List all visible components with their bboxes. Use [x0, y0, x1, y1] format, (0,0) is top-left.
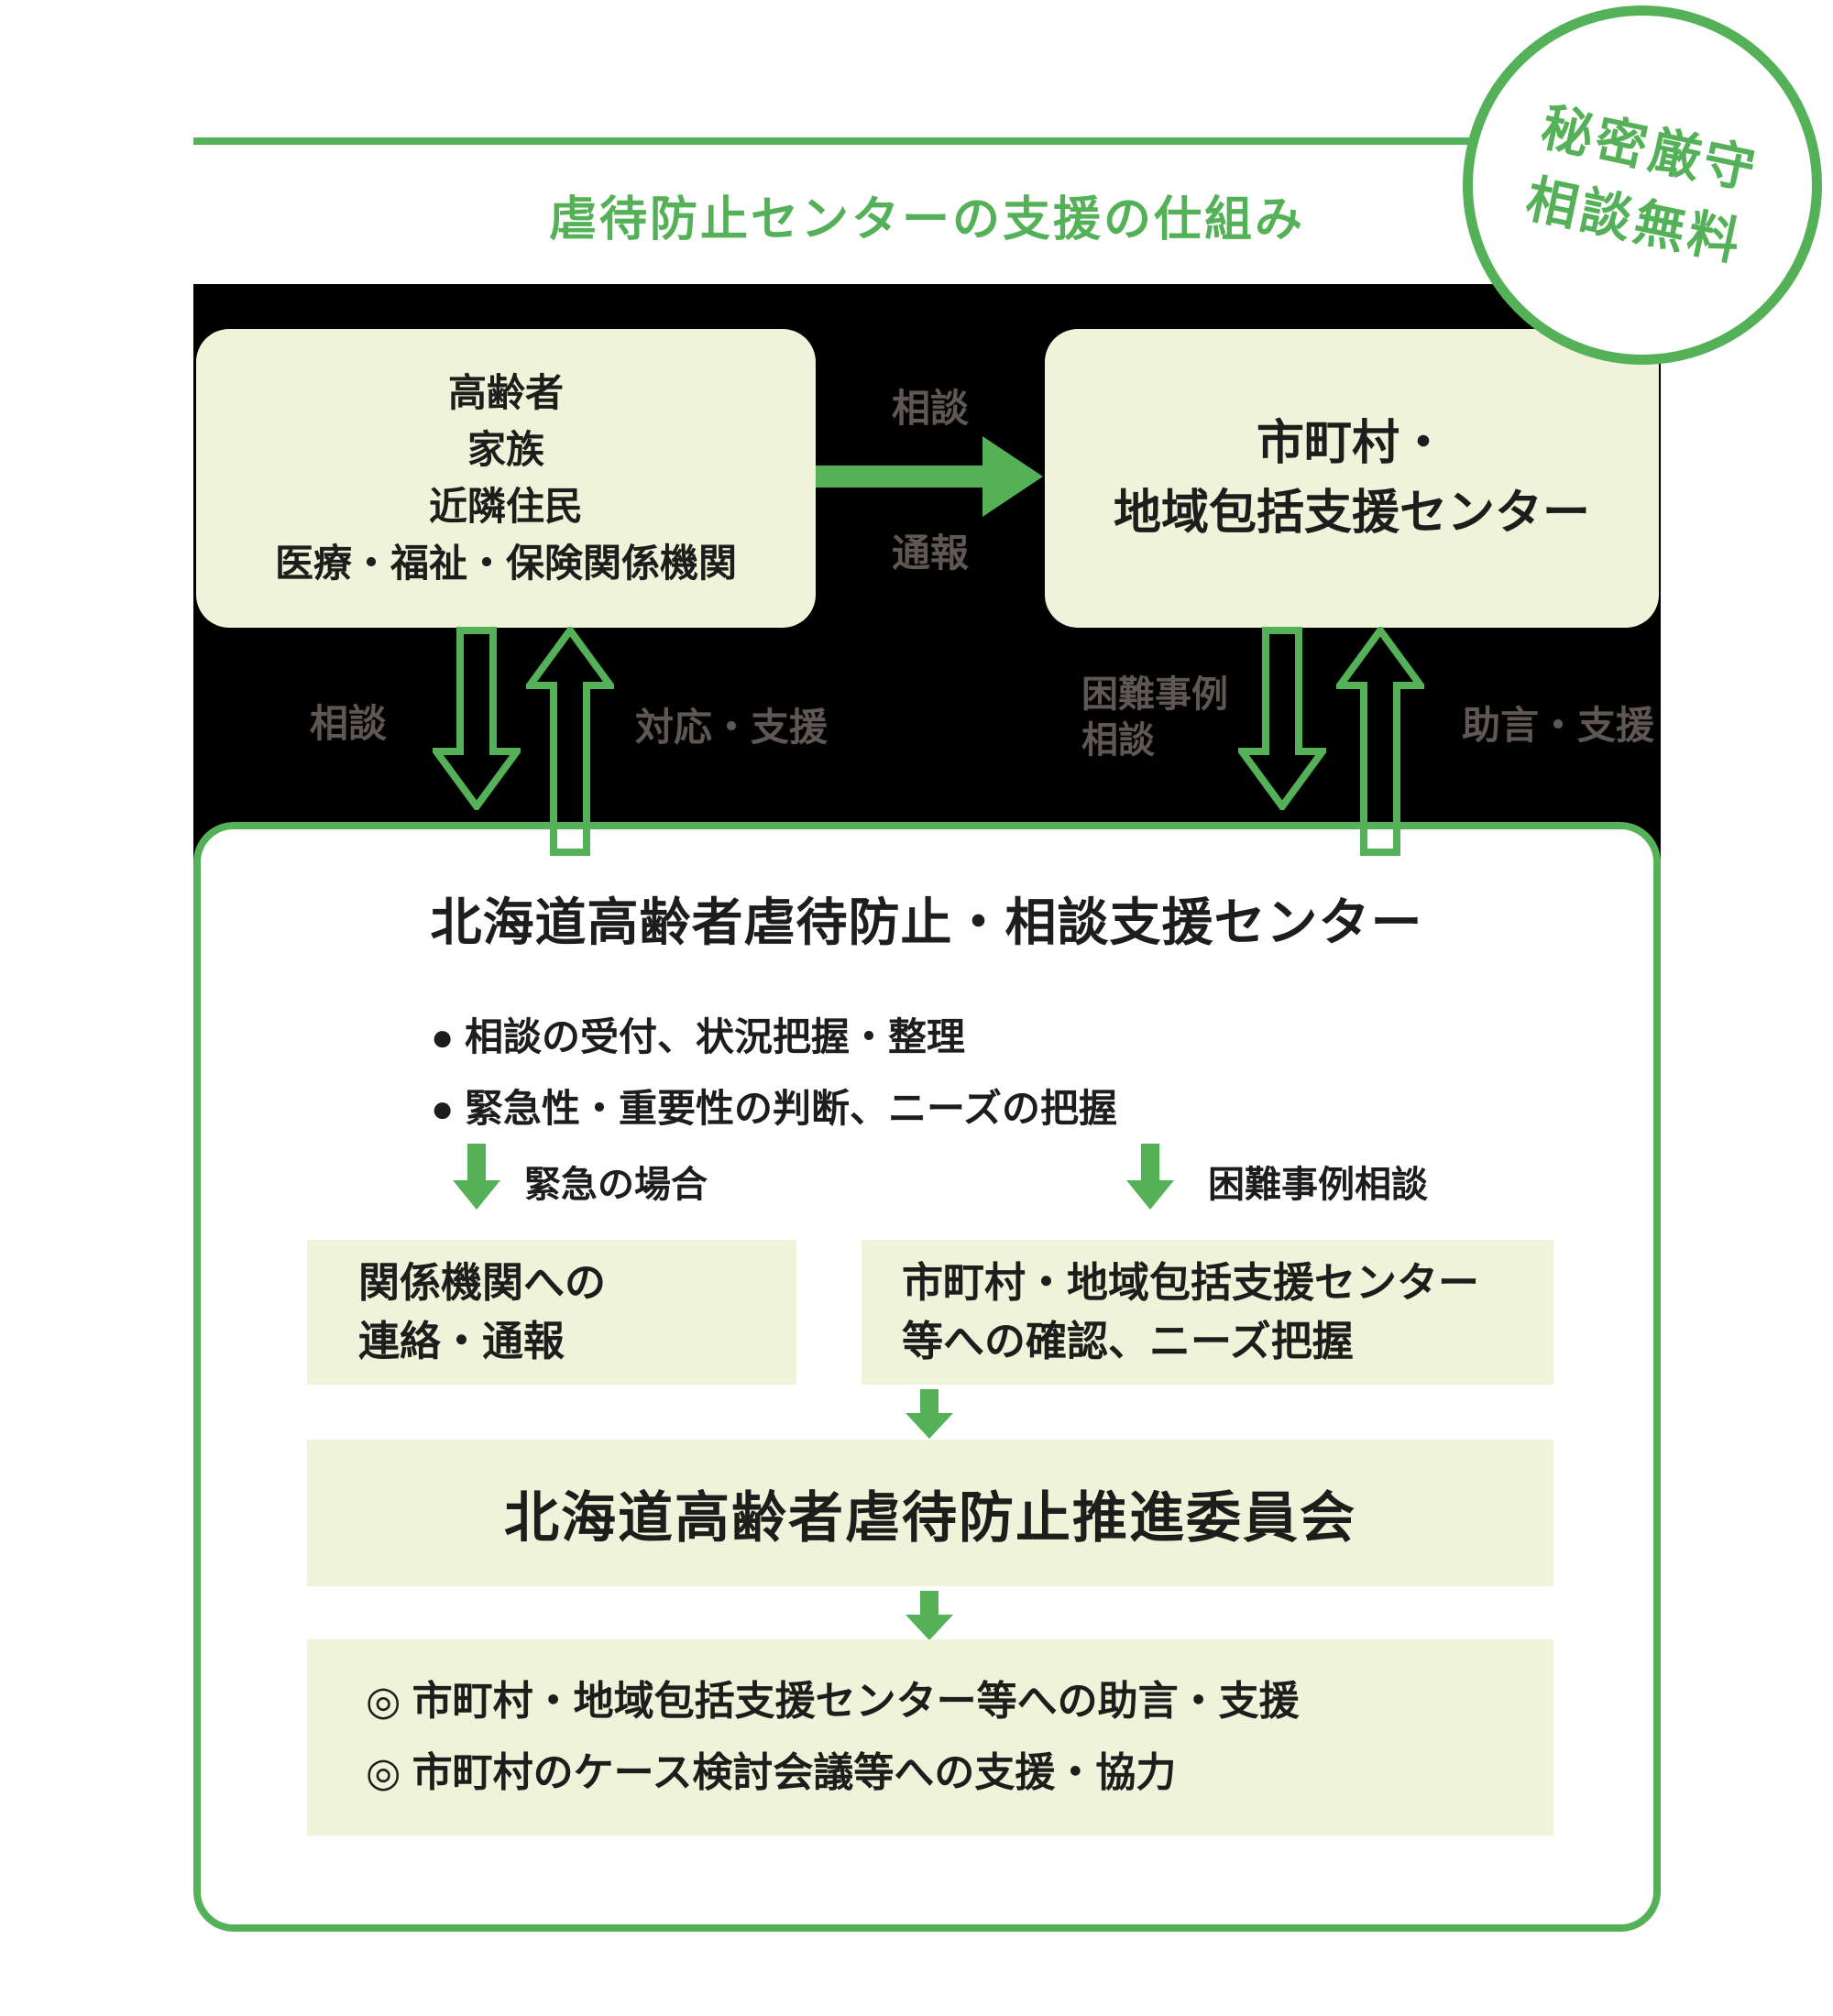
municipality-line-1: 市町村・ — [1256, 417, 1447, 470]
advice-up-arrow-icon — [1336, 627, 1424, 856]
consulters-line-2: 家族 — [466, 428, 544, 471]
emergency-arrow-icon — [453, 1144, 500, 1210]
difficult-case-label-line-2: 相談 — [1081, 720, 1155, 761]
consulters-line-4: 医療・福祉・保険関係機関 — [274, 542, 737, 585]
emergency-action-line-1: 関係機関への — [358, 1259, 607, 1306]
task-item-2: ● 緊急性・重要性の判断、ニーズの把握 — [431, 1087, 1117, 1130]
outcome-item-1: ◎ 市町村・地域包括支援センター等への助言・支援 — [366, 1679, 1300, 1724]
title-bar: 虐待防止センターの支援の仕組み — [193, 137, 1661, 284]
confirmation-line-1: 市町村・地域包括支援センター — [902, 1259, 1480, 1306]
committee-title: 北海道高齢者虐待防止推進委員会 — [504, 1486, 1356, 1549]
difficult-case-arrow-icon — [1126, 1144, 1174, 1210]
emergency-action-box: 関係機関への 連絡・通報 — [307, 1240, 796, 1385]
emergency-action-line-2: 連絡・通報 — [358, 1318, 565, 1364]
response-support-label: 対応・支援 — [634, 706, 828, 749]
consulters-box: 高齢者 家族 近隣住民 医療・福祉・保険関係機関 — [196, 329, 816, 628]
flow-arrow-icon-1 — [906, 1389, 953, 1439]
consulters-line-3: 近隣住民 — [428, 485, 583, 528]
confidential-badge: 秘密厳守 相談無料 — [1463, 5, 1822, 365]
emergency-arrow-label: 緊急の場合 — [524, 1165, 708, 1205]
advice-support-label: 助言・支援 — [1461, 704, 1654, 747]
municipality-box: 市町村・ 地域包括支援センター — [1045, 329, 1659, 628]
badge-text: 秘密厳守 相談無料 — [1520, 91, 1765, 279]
confirmation-line-2: 等への確認、ニーズ把握 — [902, 1318, 1354, 1364]
outcome-box: ◎ 市町村・地域包括支援センター等への助言・支援 ◎ 市町村のケース検討会議等へ… — [307, 1639, 1553, 1835]
difficult-case-label-line-1: 困難事例 — [1081, 674, 1228, 715]
support-up-arrow-icon — [526, 627, 614, 856]
committee-box: 北海道高齢者虐待防止推進委員会 — [307, 1440, 1553, 1586]
difficult-case-arrow-label: 困難事例相談 — [1208, 1165, 1428, 1205]
page-title: 虐待防止センターの支援の仕組み — [548, 192, 1305, 247]
flow-arrow-icon-2 — [906, 1591, 953, 1640]
support-center-title: 北海道高齢者虐待防止・相談支援センター — [430, 893, 1423, 951]
consult-flow-label: 相談 — [309, 702, 387, 745]
outcome-item-2: ◎ 市町村のケース検討会議等への支援・協力 — [366, 1750, 1177, 1795]
confirmation-box: 市町村・地域包括支援センター 等への確認、ニーズ把握 — [862, 1240, 1553, 1385]
municipality-line-2: 地域包括支援センター — [1113, 487, 1590, 540]
consult-down-arrow-icon — [433, 627, 521, 810]
difficult-case-label: 困難事例 相談 — [1081, 672, 1283, 763]
task-item-1: ● 相談の受付、状況把握・整理 — [431, 1015, 966, 1058]
difficult-case-down-arrow-icon — [1238, 627, 1326, 810]
report-label: 通報 — [891, 531, 969, 575]
consulters-line-1: 高齢者 — [447, 371, 564, 414]
consult-label: 相談 — [891, 387, 969, 430]
consult-report-arrow-icon — [816, 436, 1043, 517]
